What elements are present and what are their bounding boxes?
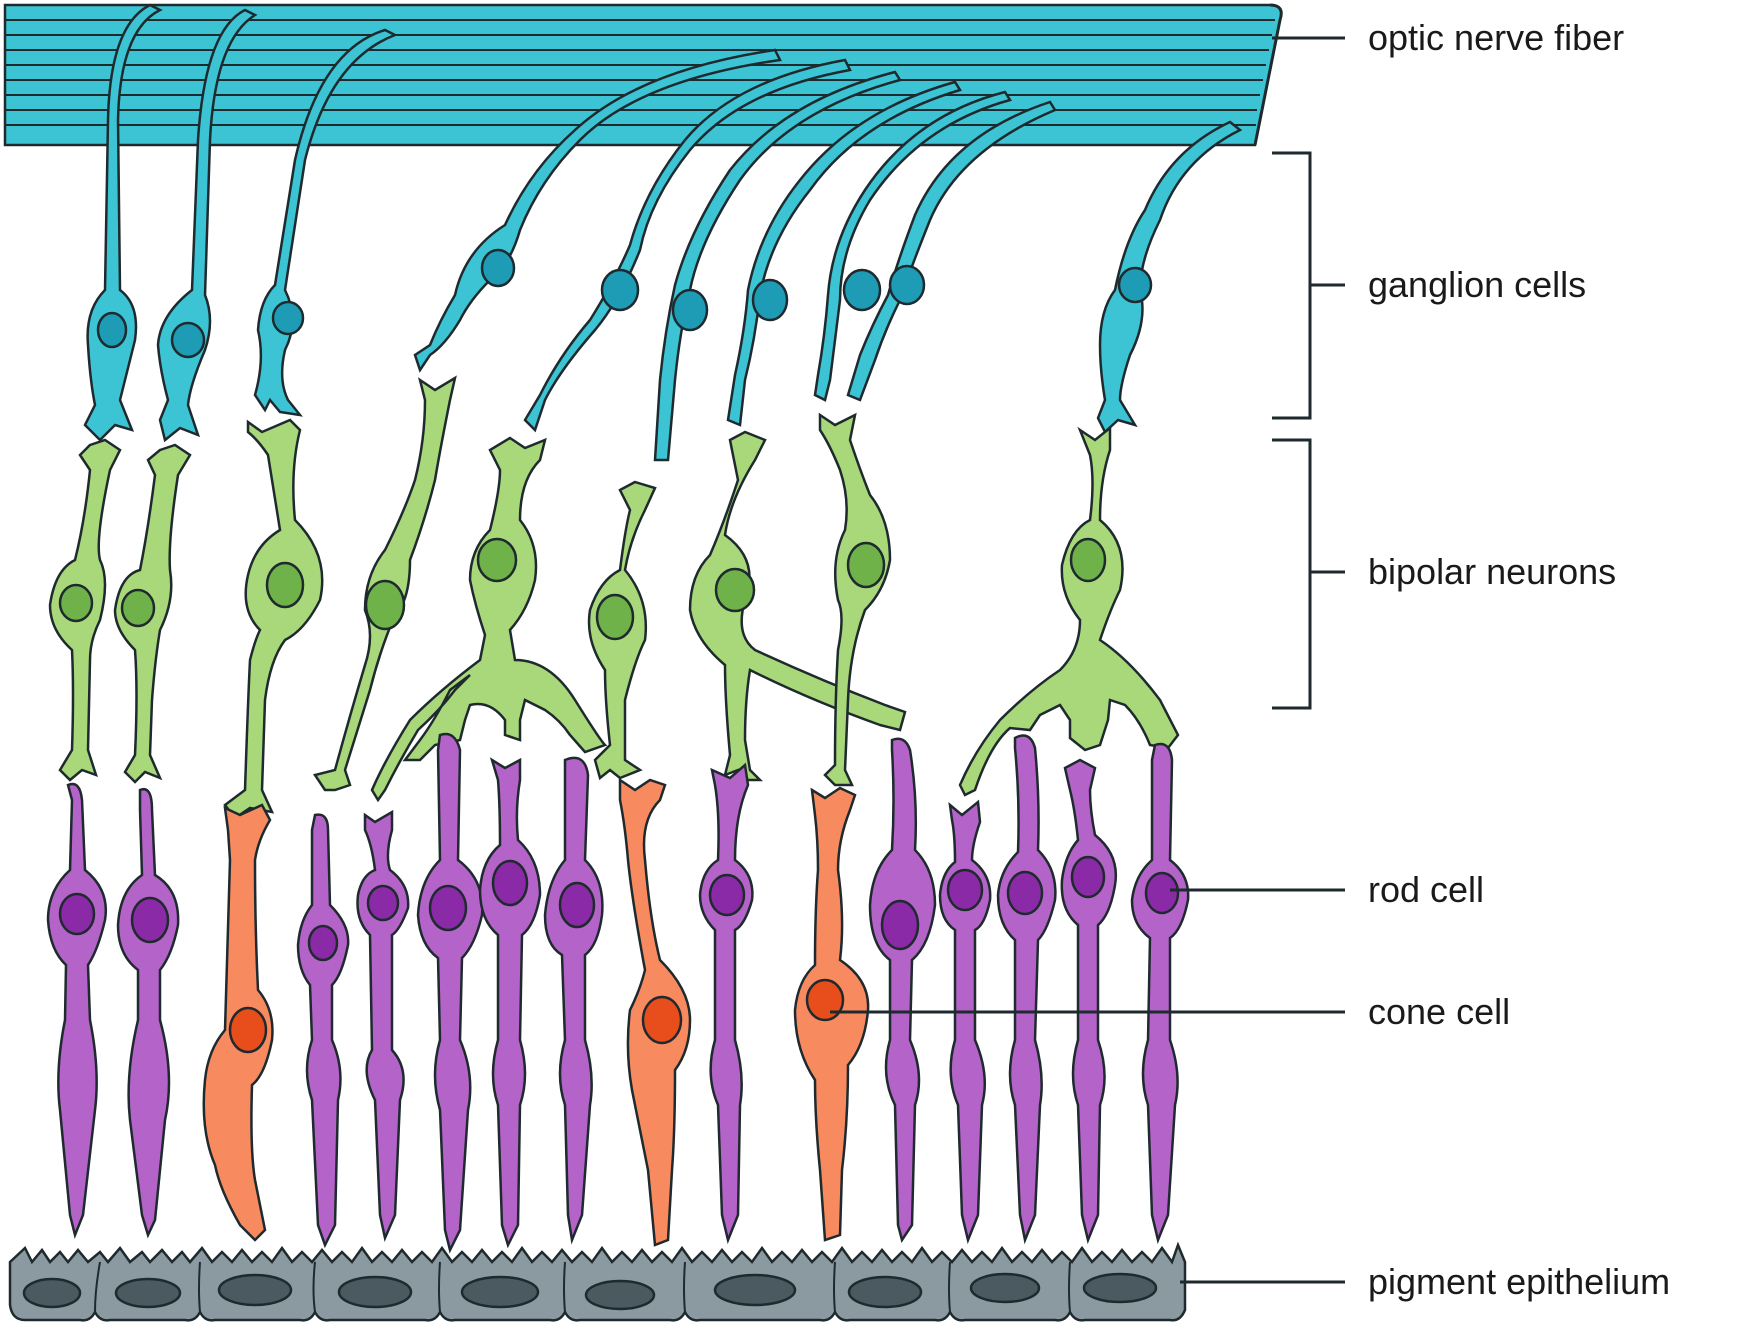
rod-cell-shape [1132,744,1188,1240]
rod-cell-shape [48,784,106,1235]
photoreceptor-layer [48,734,1188,1250]
cone-cell-shape [795,788,868,1240]
bipolar-neurons-label: bipolar neurons [1368,551,1616,592]
rod-cell-shape [418,734,482,1250]
pigment-epithelium-layer [10,1245,1185,1320]
rod-cell-shape [940,802,990,1240]
rod-cell-shape [545,758,602,1240]
ganglion-cells-bracket [1272,153,1345,418]
pigment-epithelium-label: pigment epithelium [1368,1261,1670,1302]
rod-cell-shape [118,789,178,1235]
rod-cell-shape [700,765,752,1240]
rod-cell-shape [998,736,1055,1240]
bipolar-neuron-layer [50,378,1178,818]
rod-cell-shape [1062,760,1116,1240]
rod-cell-shape [358,812,409,1238]
cone-cell-shape [620,780,690,1245]
bipolar-neurons-bracket [1272,440,1345,708]
ganglion-cells-label: ganglion cells [1368,264,1586,305]
rod-cell-shape [480,760,540,1245]
rod-cell-shape [298,815,348,1245]
rod-cell-shape [870,739,935,1240]
optic-nerve-fiber-bundle [5,5,1281,145]
rod-cell-label: rod cell [1368,869,1484,910]
cone-cell-label: cone cell [1368,991,1510,1032]
labels: optic nerve fiber ganglion cells bipolar… [1368,17,1670,1302]
optic-nerve-fiber-label: optic nerve fiber [1368,17,1624,58]
cone-cell-shape [204,805,273,1240]
